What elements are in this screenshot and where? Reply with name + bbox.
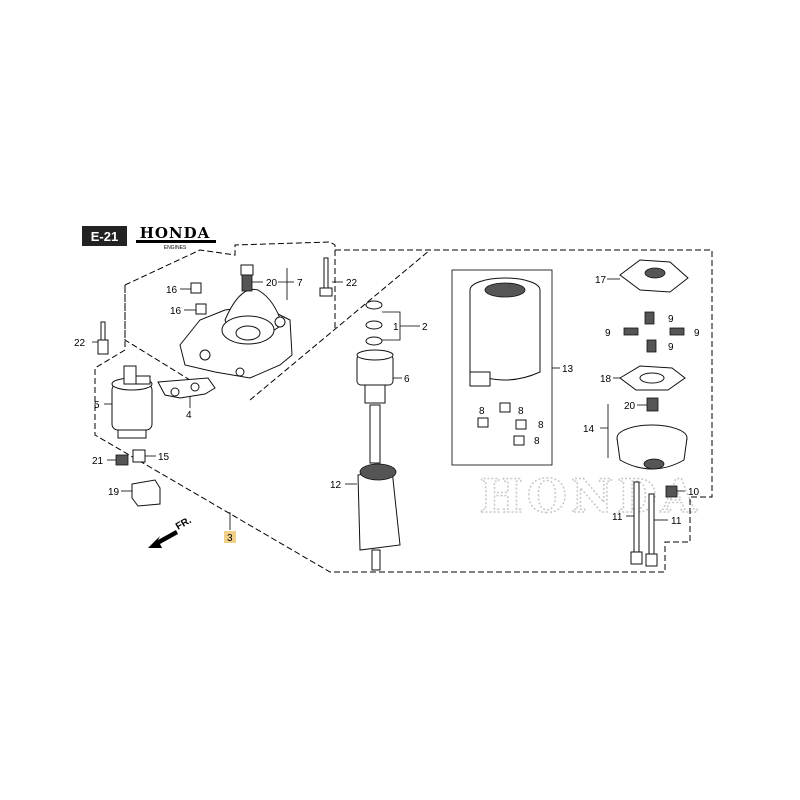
callout-16-b: 16 [170, 306, 182, 317]
brush-holder-plate [619, 259, 689, 293]
brush-a [499, 402, 511, 413]
sub-boundary-left [124, 285, 191, 381]
spring-9-top [644, 311, 655, 325]
washer-set [365, 300, 383, 346]
front-label: FR. [174, 515, 194, 533]
callout-18: 18 [600, 374, 612, 385]
pinion-gear [356, 349, 394, 404]
terminal-cover [131, 479, 161, 507]
armature [357, 404, 401, 571]
callout-21: 21 [92, 456, 104, 467]
callout-2: 2 [422, 322, 428, 333]
callout-8-a: 8 [518, 406, 524, 417]
callout-1: 1 [393, 322, 399, 333]
callout-9-d: 9 [668, 342, 674, 353]
callout-20-top: 20 [266, 278, 278, 289]
callout-17: 17 [595, 275, 607, 286]
front-housing [179, 288, 293, 379]
brush-holder-box [451, 269, 553, 466]
callout-12: 12 [330, 480, 342, 491]
callout-19: 19 [108, 487, 120, 498]
bolt-22-top [319, 257, 333, 297]
nut-16-b [195, 303, 207, 315]
callout-16-a: 16 [166, 285, 178, 296]
spring-9-right [669, 327, 685, 336]
nut-10 [665, 485, 678, 498]
bolt-22-left [97, 321, 109, 355]
page-code-badge: E-21 [82, 226, 127, 246]
honda-logo: HONDA ENGINES [136, 224, 216, 251]
brand-name: HONDA [140, 224, 211, 242]
callout-10: 10 [688, 487, 700, 498]
bushing-20 [646, 397, 659, 412]
callout-15: 15 [158, 452, 170, 463]
motor-yoke [469, 277, 541, 387]
callout-14: 14 [583, 424, 595, 435]
shift-lever [157, 377, 216, 399]
brush-c [515, 419, 527, 430]
solenoid [111, 365, 153, 439]
callout-9-a: 9 [668, 314, 674, 325]
through-bolt-b [645, 493, 658, 567]
assembly-boundary [94, 241, 713, 573]
plug-20-top [240, 264, 254, 292]
callout-3-highlight [224, 531, 236, 543]
nut-16-a [190, 282, 202, 294]
nut-21 [115, 454, 129, 466]
callout-20-right: 20 [624, 401, 636, 412]
spring-9-bottom [646, 339, 657, 353]
brush-b [477, 417, 489, 428]
front-direction-arrow: FR. [148, 515, 194, 548]
callout-8-c: 8 [538, 420, 544, 431]
rear-cover [616, 424, 688, 470]
callout-22-left: 22 [74, 338, 86, 349]
callout-3: 3 [227, 533, 233, 544]
spring-9-left [623, 327, 639, 336]
callout-7: 7 [297, 278, 303, 289]
callout-6: 6 [404, 374, 410, 385]
brush-plate-18 [619, 365, 686, 391]
nut-15 [132, 449, 146, 463]
callout-11-a: 11 [612, 512, 623, 523]
callout-5: 5 [94, 400, 100, 411]
brand-sub: ENGINES [164, 245, 187, 251]
callout-22-top: 22 [346, 278, 358, 289]
brush-d [513, 435, 525, 446]
callout-13: 13 [562, 364, 574, 375]
watermark: HONDA [479, 469, 700, 523]
callout-8-d: 8 [534, 436, 540, 447]
callout-11-b: 11 [671, 516, 682, 527]
page-code: E-21 [91, 229, 118, 244]
sub-boundary-center [249, 249, 431, 401]
callout-8-b: 8 [479, 406, 485, 417]
through-bolt-a [630, 481, 643, 565]
callout-4: 4 [186, 410, 192, 421]
callout-9-c: 9 [694, 328, 700, 339]
callout-9-b: 9 [605, 328, 611, 339]
